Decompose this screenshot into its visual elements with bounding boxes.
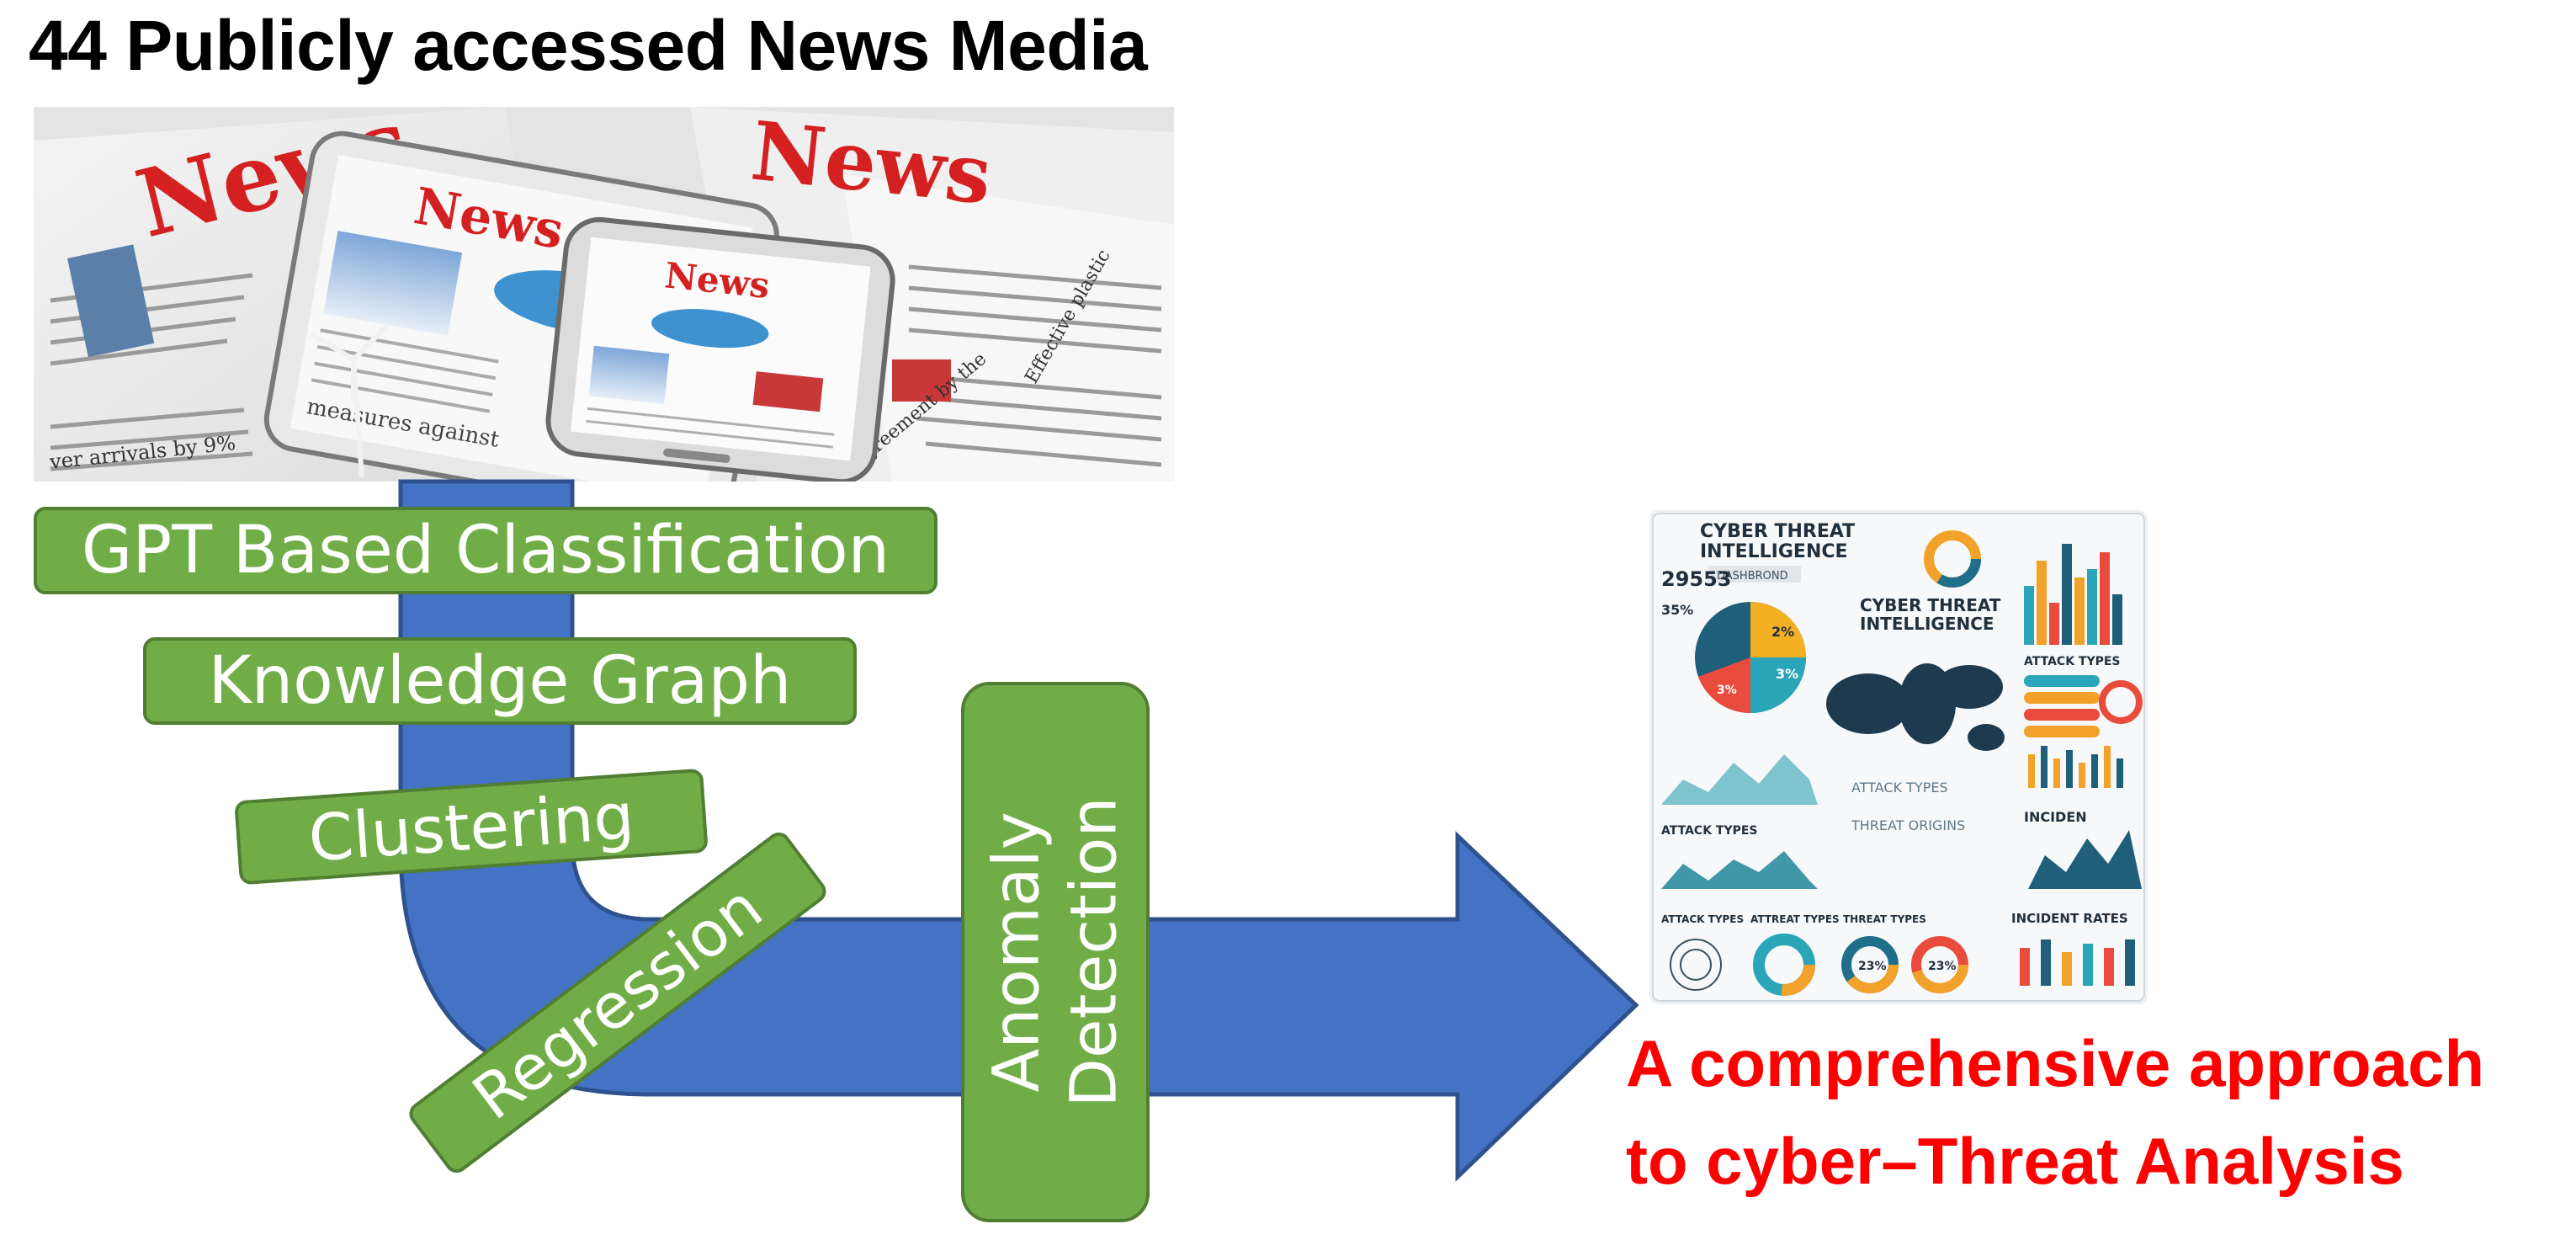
dashboard-brand-line1: CYBER THREAT bbox=[1860, 595, 2001, 615]
dashboard-area-chart bbox=[1661, 754, 1818, 805]
anomaly-label-line2: Detection bbox=[1056, 796, 1132, 1108]
attack-types-heading: ATTACK TYPES bbox=[2024, 655, 2121, 668]
incident-label: INCIDEN bbox=[2024, 809, 2087, 825]
donut-value: 23% bbox=[1928, 960, 1957, 973]
attack-types-bottom: ATTACK TYPES bbox=[1661, 913, 1744, 925]
attack-types-label: ATTACK TYPES bbox=[1661, 824, 1758, 838]
dashboard-bars-mid bbox=[2028, 746, 2123, 788]
pie-label: 2% bbox=[1771, 624, 1794, 640]
dashboard-pie: 2% 3% 3% bbox=[1695, 602, 1806, 714]
conclusion-line1: A comprehensive approach bbox=[1626, 1026, 2485, 1100]
incident-rates-bars bbox=[2020, 939, 2135, 986]
dashboard-subtitle: DASHBROND bbox=[1717, 570, 1788, 583]
threat-types-label: THREAT TYPES bbox=[1843, 913, 1926, 925]
diagram-title: 44 Publicly accessed News Media bbox=[29, 6, 1148, 85]
dashboard-area-chart-2 bbox=[1661, 851, 1818, 889]
gpt-classification-label: GPT Based Classification bbox=[81, 513, 890, 588]
dashboard-title-line2: INTELLIGENCE bbox=[1700, 541, 1848, 562]
cyber-threat-dashboard-image: CYBER THREAT INTELLIGENCE DASHBROND 2955… bbox=[1649, 510, 2148, 1004]
dashboard-counter: 29553 bbox=[1661, 567, 1732, 591]
news-media-image: News News ver arrivals by 9% Agreement b… bbox=[34, 107, 1174, 482]
world-map bbox=[1826, 663, 2005, 751]
threat-origins-label: THREAT ORIGINS bbox=[1851, 817, 1965, 833]
anomaly-detection-box: Anomaly Detection bbox=[961, 682, 1150, 1222]
wind-turbine bbox=[310, 323, 390, 478]
dashboard-title-line1: CYBER THREAT bbox=[1700, 521, 1855, 542]
donut-value: 23% bbox=[1858, 960, 1887, 973]
conclusion-line2: to cyber–Threat Analysis bbox=[1626, 1124, 2404, 1198]
attreat-types-label: ATTREAT TYPES bbox=[1750, 913, 1840, 925]
incident-rates-label: INCIDENT RATES bbox=[2011, 911, 2128, 926]
conclusion-text: A comprehensive approach to cyber–Threat… bbox=[1626, 1014, 2573, 1210]
attack-types-label-center: ATTACK TYPES bbox=[1851, 780, 1948, 796]
dashboard-bar-chart bbox=[2024, 544, 2122, 645]
bent-flow-arrow bbox=[398, 479, 1639, 1182]
smartphone: News bbox=[545, 216, 895, 482]
dashboard-pct: 35% bbox=[1661, 602, 1693, 618]
pie-label: 3% bbox=[1717, 684, 1737, 697]
anomaly-label-line1: Anomaly bbox=[979, 812, 1054, 1093]
knowledge-graph-box: Knowledge Graph bbox=[143, 637, 857, 725]
dashboard-brand-line2: INTELLIGENCE bbox=[1860, 614, 1994, 634]
gpt-classification-box: GPT Based Classification bbox=[34, 507, 937, 594]
pie-label: 3% bbox=[1776, 666, 1798, 682]
incident-area-chart bbox=[2028, 830, 2142, 889]
knowledge-graph-label: Knowledge Graph bbox=[208, 643, 792, 719]
attack-type-pills bbox=[2024, 675, 2143, 737]
